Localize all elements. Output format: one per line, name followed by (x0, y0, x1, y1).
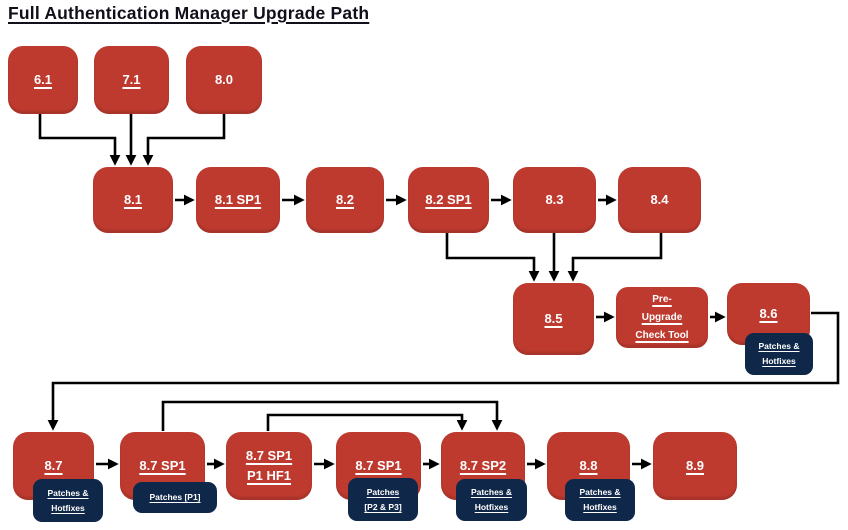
badge-8.6-patches-hotfixes: Patches &Hotfixes (745, 333, 813, 375)
node-8.1: 8.1 (93, 167, 173, 233)
node-8.4: 8.4 (618, 167, 701, 233)
badge-label: Patches &Hotfixes (470, 487, 513, 512)
node-label: 8.2 (335, 192, 355, 207)
node-8.2-sp1: 8.2 SP1 (408, 167, 489, 233)
badge-label: Patches &Hotfixes (47, 487, 89, 513)
connector-8.6-to-8.7 (47, 311, 840, 431)
node-label: 6.1 (33, 72, 53, 87)
node-label: 8.2 SP1 (425, 192, 472, 207)
badge-8.7-sp1-patches-p1: Patches [P1] (133, 482, 217, 513)
badge-8.7-sp2-patches-hotfixes: Patches &Hotfixes (456, 479, 527, 521)
node-label: 8.5 (544, 311, 563, 326)
node-label: 8.7 SP1 (355, 458, 402, 473)
node-label: 8.7 (44, 458, 63, 473)
node-6.1: 6.1 (8, 46, 78, 114)
node-label: 8.8 (579, 458, 598, 473)
connector-8.2-sp1-to-8.5 (445, 233, 540, 282)
node-8.5: 8.5 (513, 283, 594, 355)
badge-8.7-patches-hotfixes: Patches &Hotfixes (33, 479, 103, 522)
node-label: 8.1 (123, 192, 143, 207)
node-label: 8.0 (214, 72, 234, 87)
connector-6.1-to-8.1 (38, 114, 121, 166)
node-8.3: 8.3 (513, 167, 596, 233)
badge-label: Patches[P2 & P3] (364, 486, 402, 512)
connector-8.4-to-8.5 (567, 233, 663, 282)
node-8.1-sp1: 8.1 SP1 (196, 167, 280, 233)
node-label: 8.3 (545, 192, 564, 207)
node-8.2: 8.2 (306, 167, 384, 233)
badge-label: Patches &Hotfixes (758, 341, 800, 366)
badge-label: Patches &Hotfixes (579, 487, 621, 512)
node-8.9: 8.9 (653, 432, 737, 500)
node-label: 8.6 (759, 306, 778, 321)
node-8.0: 8.0 (186, 46, 262, 114)
node-label: 8.7 SP2 (459, 458, 507, 473)
node-label: 8.1 SP1 (214, 192, 262, 207)
node-label: 7.1 (122, 72, 141, 87)
node-label: 8.7 SP1 (139, 458, 186, 473)
connector-8.7-sp1-p1-hf1-to-8.7-sp2 (266, 413, 468, 431)
node-label: 8.9 (685, 458, 705, 473)
node-7.1: 7.1 (94, 46, 169, 114)
badge-label: Patches [P1] (149, 492, 201, 502)
node-label: 8.4 (650, 192, 669, 207)
badge-8.8-patches-hotfixes: Patches &Hotfixes (565, 479, 635, 521)
badge-8.7-sp1-second-patches-p2-p3: Patches[P2 & P3] (348, 478, 418, 521)
connector-8.0-to-8.1 (142, 114, 226, 166)
page-title: Full Authentication Manager Upgrade Path (8, 3, 370, 23)
connector-8.7-sp1-to-8.7-sp2 (161, 400, 503, 431)
